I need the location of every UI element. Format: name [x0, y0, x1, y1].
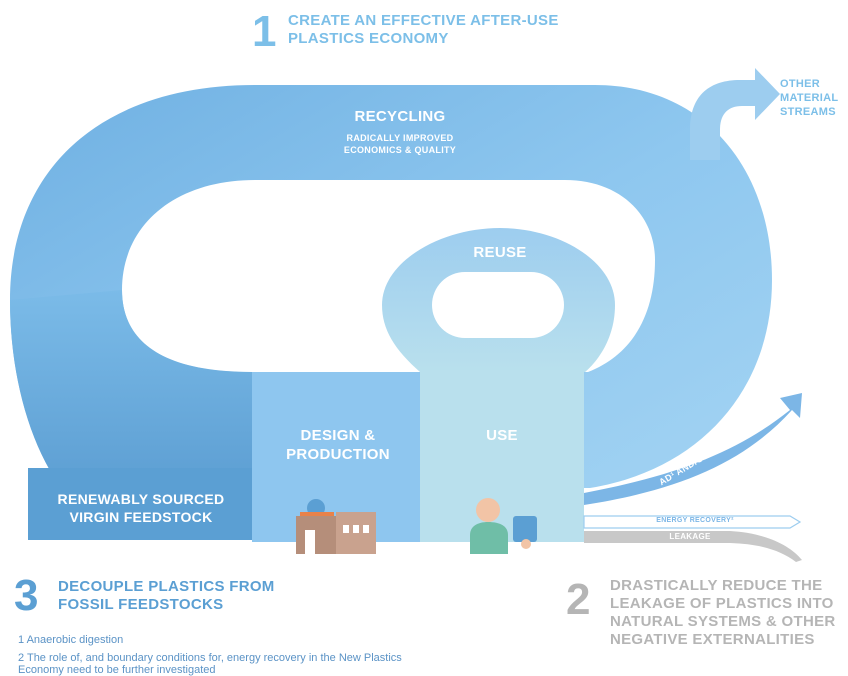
objective-1-line: CREATE AN EFFECTIVE AFTER-USE: [288, 12, 559, 29]
factory-icon: [296, 499, 376, 554]
energy-recovery-label: ENERGY RECOVERY²: [656, 517, 734, 524]
objective-3-line: FOSSIL FEEDSTOCKS: [58, 596, 224, 613]
other-streams-label: OTHER MATERIAL STREAMS: [780, 77, 838, 119]
person-icon: [470, 498, 537, 554]
recycling-title: RECYCLING: [354, 108, 446, 125]
footnote-1: 1 Anaerobic digestion: [18, 634, 124, 646]
objective-3-number: 3: [14, 571, 39, 620]
other-streams-line: STREAMS: [780, 106, 836, 118]
feedstock-block: [28, 468, 254, 540]
footnote-2-line: 2 The role of, and boundary conditions f…: [18, 652, 402, 664]
footnote-2-line: Economy need to be further investigated: [18, 664, 216, 676]
leakage-arrow: [584, 531, 802, 562]
objective-2-number: 2: [566, 575, 591, 624]
reuse-loop-hole: [432, 272, 564, 338]
energy-recovery-arrow: [583, 515, 802, 529]
feedstock-label: RENEWABLY SOURCED VIRGIN FEEDSTOCK: [32, 490, 250, 526]
objective-3-text: DECOUPLE PLASTICS FROM FOSSIL FEEDSTOCKS: [58, 578, 275, 614]
design-label-line: PRODUCTION: [286, 446, 390, 463]
feedstock-label-line: RENEWABLY SOURCED: [57, 491, 225, 507]
composting-arrow: [584, 393, 802, 505]
objective-2-line: LEAKAGE OF PLASTICS INTO: [610, 595, 834, 612]
design-label-line: DESIGN &: [300, 427, 376, 444]
recycling-subtitle-line: RADICALLY IMPROVED: [346, 133, 454, 143]
feedstock-label-line: VIRGIN FEEDSTOCK: [69, 509, 213, 525]
objective-1-line: PLASTICS ECONOMY: [288, 30, 449, 47]
other-streams-line: OTHER: [780, 78, 820, 90]
objective-2-line: NATURAL SYSTEMS & OTHER: [610, 613, 836, 630]
objective-1-number: 1: [252, 7, 277, 56]
leakage-label: LEAKAGE: [669, 532, 711, 541]
objective-2-line: NEGATIVE EXTERNALITIES: [610, 631, 815, 648]
use-label: USE: [486, 427, 518, 444]
reuse-title: REUSE: [473, 244, 527, 261]
objective-2-line: DRASTICALLY REDUCE THE: [610, 577, 823, 594]
design-label: DESIGN & PRODUCTION: [260, 426, 416, 464]
other-streams-arrow: [690, 68, 780, 160]
recycling-subtitle: RADICALLY IMPROVED ECONOMICS & QUALITY: [300, 132, 500, 156]
recycling-subtitle-line: ECONOMICS & QUALITY: [343, 145, 457, 155]
objective-1-text: CREATE AN EFFECTIVE AFTER-USE PLASTICS E…: [288, 12, 559, 48]
use-block: [420, 372, 584, 542]
other-streams-line: MATERIAL: [780, 92, 839, 104]
footnote-2: 2 The role of, and boundary conditions f…: [18, 652, 402, 676]
objective-2-text: DRASTICALLY REDUCE THE LEAKAGE OF PLASTI…: [610, 577, 836, 649]
objective-3-line: DECOUPLE PLASTICS FROM: [58, 578, 275, 595]
